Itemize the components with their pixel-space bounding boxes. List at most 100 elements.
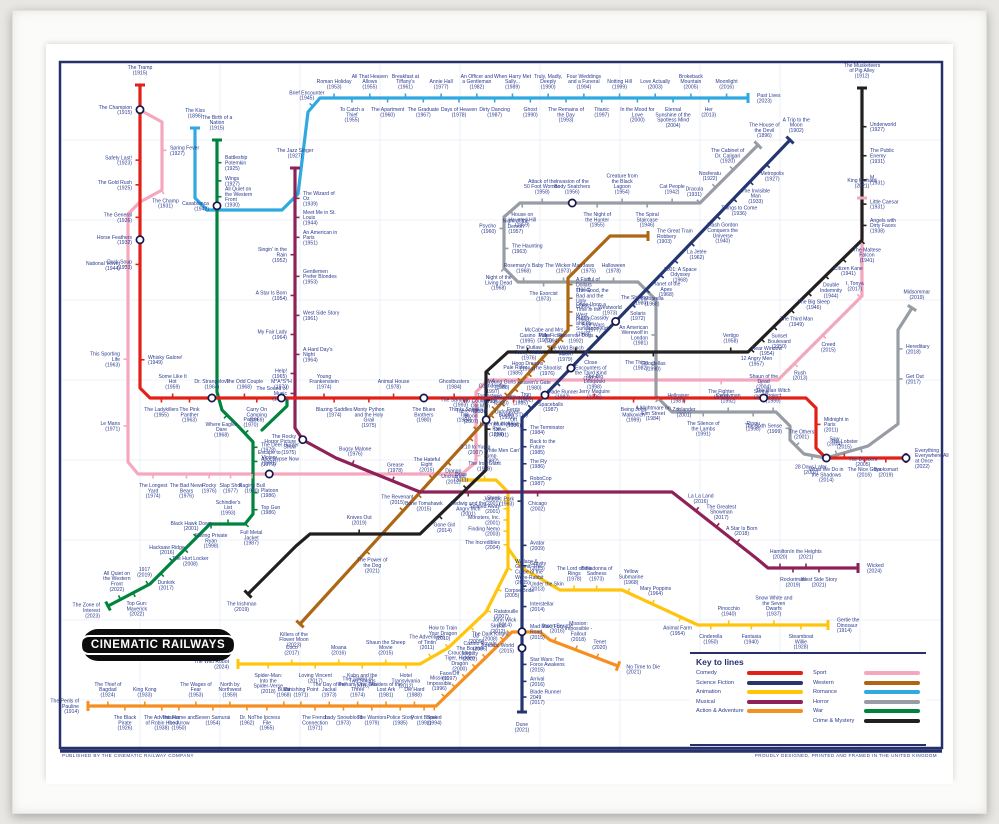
station-label: King Richard(2021) [847, 178, 876, 189]
station-label: Fantasia(1940) [742, 634, 762, 645]
station-label: The Dark Knight(2008) [472, 631, 509, 642]
legend-label: Animation [696, 689, 721, 696]
station-label: Rear Window(1954) [752, 346, 783, 357]
station-label: Arrival(2016) [530, 677, 545, 688]
station-tick [497, 588, 502, 592]
station-tick [490, 414, 495, 419]
station-label: The Shining(1980) [621, 295, 648, 306]
interchange-circle [759, 393, 769, 403]
station-tick [856, 293, 862, 299]
station-label: Truly, Madly,Deeply(1990) [534, 74, 562, 91]
station-label: Little Caesar(1931) [870, 199, 899, 210]
station-label: The Revenant(2015) [381, 495, 414, 506]
station-label: Spring Fever(1927) [170, 145, 199, 156]
poster-title: CINEMATIC RAILWAYS [78, 635, 238, 655]
station-label: I, Tonya(2017) [846, 281, 864, 292]
station-tick [481, 653, 487, 659]
terminus-bar [785, 135, 795, 145]
publisher-credit: Published by The Cinematic Railway Compa… [62, 753, 194, 758]
legend-title: Key to lines [696, 657, 744, 667]
interchange-circle [481, 415, 491, 425]
station-label: Underworld(1927) [870, 122, 896, 133]
station-tick [659, 274, 665, 279]
station-tick [584, 352, 589, 358]
station-label: Annie Hall(1977) [430, 79, 453, 90]
station-label: Seven Samurai(1954) [195, 715, 230, 726]
interchange-circle [611, 317, 621, 326]
station-label: Gone Girl(2014) [434, 523, 456, 534]
station-tick [750, 348, 755, 353]
station-label: Days of Heaven(1978) [441, 107, 477, 118]
station-tick [810, 455, 814, 461]
interchange-circle [212, 201, 222, 211]
terminus-bar [614, 660, 622, 672]
station-label: Blade Runner(1982) [547, 389, 578, 400]
station-label: Jurassic Park(1993) [483, 496, 514, 507]
legend-label: Crime & Mystery [813, 718, 855, 725]
station-label: In the Heights(2021) [790, 549, 822, 560]
station-label: Star Wars(1977) [582, 322, 605, 333]
legend-row: Romance [813, 689, 920, 695]
station-label: Creed(2015) [821, 342, 836, 353]
station-tick [244, 523, 250, 528]
station-label: Point Break(1991) [411, 715, 438, 726]
legend-row: Horror [813, 699, 920, 705]
station-label: Unforgiven(1992) [495, 410, 520, 421]
legend-label: Action & Adventure [696, 708, 744, 715]
station-tick [749, 181, 754, 186]
station-tick [790, 309, 795, 314]
station-label: Avatar(2009) [530, 541, 545, 552]
terminus-bar [295, 619, 305, 629]
station-label: Notting Hill(1999) [607, 79, 632, 90]
station-tick [506, 630, 511, 635]
station-label: Jaws(1975) [581, 263, 596, 274]
station-label: The Champ(1931) [152, 198, 179, 209]
station-label: Knives Out(2019) [347, 515, 372, 526]
station-label: Top Gun:Maverick(2022) [127, 601, 148, 618]
station-label: Dr. Strangelove(1964) [194, 379, 229, 390]
station-label: Nosferatu(1922) [699, 171, 721, 182]
station-label: Whisky Galore!(1949) [148, 355, 183, 366]
station-label: Drive(2011) [454, 472, 469, 483]
station-label: The Terminator(1984) [530, 425, 564, 436]
station-label: Gravity(2013) [530, 561, 547, 572]
station-label: Tombstone(1993) [477, 393, 502, 404]
station-label: The Fly(1986) [530, 459, 547, 470]
station-label: Her(2013) [701, 107, 716, 118]
station-label: M*A*S*H(1970) [271, 379, 292, 390]
station-label: Mission:Impossible(1996) [427, 675, 452, 692]
station-label: The Sandlot(1993) [441, 397, 469, 408]
station-tick [486, 370, 491, 376]
station-label: Tenet(2020) [592, 640, 607, 651]
legend-label: Romance [813, 689, 837, 696]
line-romance [193, 96, 750, 212]
station-tick [446, 461, 452, 466]
interchange-circle [135, 235, 145, 245]
station-tick [160, 189, 165, 195]
